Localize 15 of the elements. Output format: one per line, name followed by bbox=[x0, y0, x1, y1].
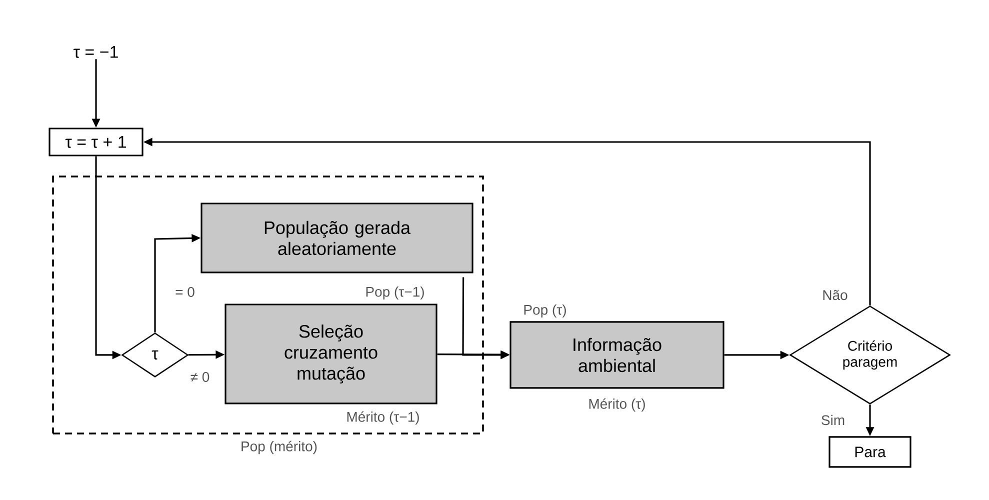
process-box: Informação ambiental bbox=[510, 321, 724, 389]
annotation-label: Pop (τ−1) bbox=[366, 286, 424, 300]
edge-label: Sim bbox=[822, 414, 844, 426]
annotation-label: Pop (τ) bbox=[524, 304, 566, 318]
process-box: τ = τ + 1 bbox=[48, 128, 144, 156]
group-label: Pop (mérito) bbox=[242, 440, 317, 454]
edge-label: Não bbox=[823, 290, 848, 300]
process-box: Seleção cruzamento mutação bbox=[224, 304, 438, 404]
edge-label: ≠ 0 bbox=[190, 372, 210, 382]
start-label: τ = −1 bbox=[74, 46, 118, 58]
process-box: População gerada aleatoriamente bbox=[200, 202, 474, 274]
edge-label: = 0 bbox=[176, 287, 194, 297]
annotation-label: Mérito (τ−1) bbox=[347, 411, 419, 425]
annotation-label: Mérito (τ) bbox=[589, 398, 645, 412]
terminal-box: Para bbox=[828, 436, 912, 468]
